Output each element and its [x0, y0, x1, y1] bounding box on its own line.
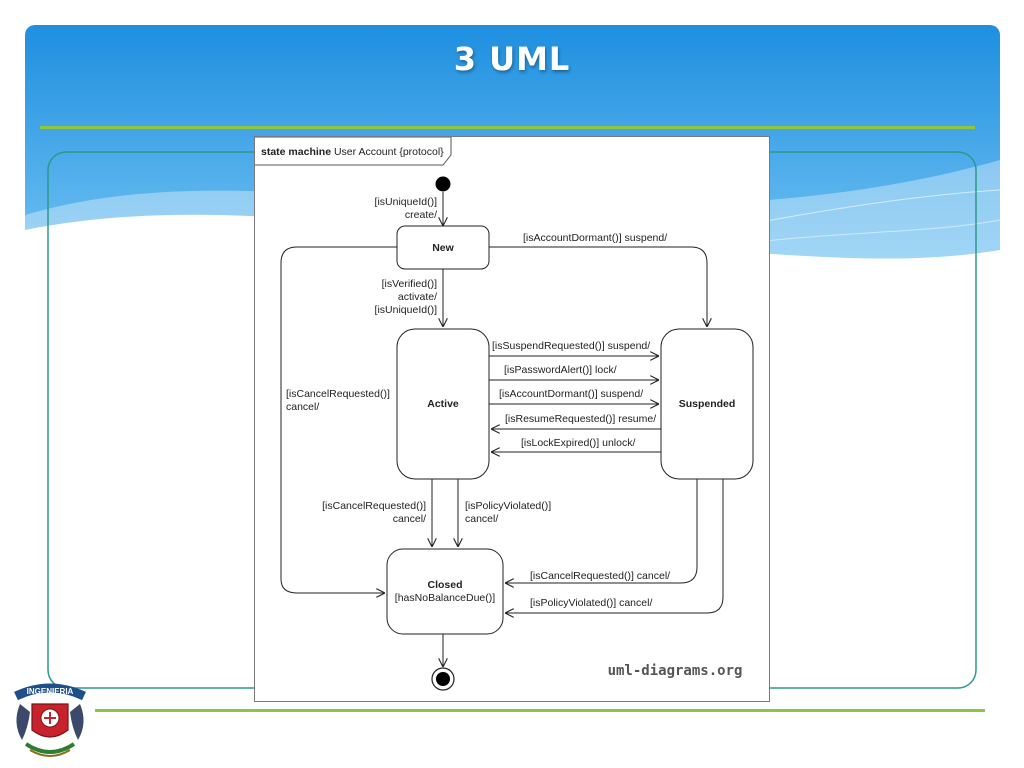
initial-guard-label: [isUniqueId()]: [375, 196, 438, 208]
active-suspend-label-2: [isPasswordAlert()] lock/: [504, 364, 617, 376]
state-closed: [386, 548, 504, 635]
initial-state: [435, 176, 451, 192]
initial-action-label: create/: [405, 209, 437, 221]
active-suspend-label-3: [isAccountDormant()] suspend/: [499, 388, 643, 400]
active-closed-b-label-2: cancel/: [465, 513, 498, 525]
state-new-label: New: [432, 242, 454, 254]
new-suspend-label: [isAccountDormant()] suspend/: [523, 232, 667, 244]
suspend-closed-label-1: [isCancelRequested()] cancel/: [530, 570, 670, 582]
watermark-text: uml-diagrams.org: [608, 663, 743, 679]
state-suspended: [660, 328, 754, 480]
active-closed-a-label-2: cancel/: [393, 513, 426, 525]
new-active-label-3: [isUniqueId()]: [375, 304, 438, 316]
svg-text:state machine User Account {pr: state machine User Account {protocol}: [261, 146, 444, 158]
frame-name: User Account {protocol}: [334, 146, 444, 158]
new-closed-label-2: cancel/: [286, 401, 319, 413]
new-active-label-2: activate/: [398, 291, 437, 303]
slide-title: 3 UML: [453, 40, 571, 78]
suspend-active-label-2: [isLockExpired()] unlock/: [521, 437, 635, 449]
new-closed-label-1: [isCancelRequested()]: [286, 388, 390, 400]
active-closed-b-label-1: [isPolicyViolated()]: [465, 500, 551, 512]
active-closed-a-label-1: [isCancelRequested()]: [322, 500, 426, 512]
university-logo: INGENIERIA: [14, 683, 86, 757]
title-underline: [40, 126, 975, 129]
suspend-closed-label-2: [isPolicyViolated()] cancel/: [530, 597, 652, 609]
state-closed-constraint: [hasNoBalanceDue()]: [395, 592, 495, 604]
suspend-active-label-1: [isResumeRequested()] resume/: [505, 413, 656, 425]
state-suspended-label: Suspended: [679, 398, 736, 410]
footer-line: [95, 709, 985, 712]
uml-diagram: state machine User Account {protocol} [i…: [254, 136, 770, 702]
state-active-label: Active: [427, 398, 459, 410]
state-closed-label: Closed: [427, 579, 462, 591]
frame-label-box: [255, 137, 452, 166]
frame-keyword: state machine: [261, 146, 331, 158]
logo-text: INGENIERIA: [27, 687, 74, 696]
active-suspend-label-1: [isSuspendRequested()] suspend/: [492, 340, 650, 352]
new-active-label-1: [isVerified()]: [382, 278, 438, 290]
